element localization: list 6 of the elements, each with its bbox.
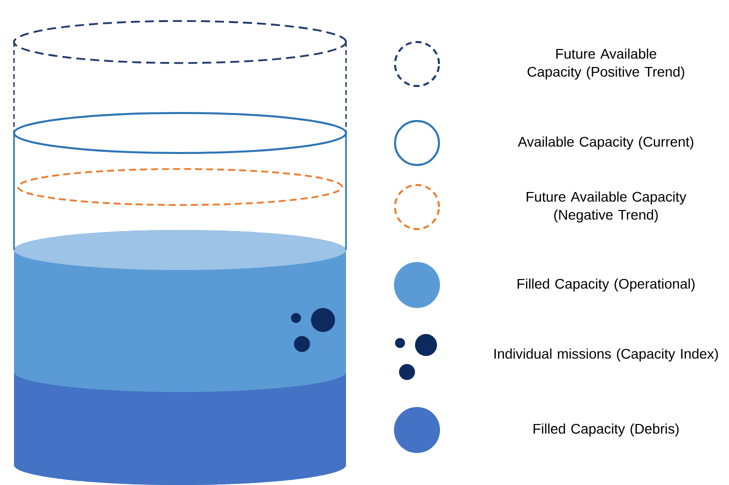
legend-text: Available Capacity (Current) <box>518 136 694 150</box>
legend-text: Future Available Capacity (Negative Trend) <box>526 191 686 222</box>
legend-text: Individual missions (Capacity Index) <box>494 348 718 362</box>
legend-text: Filled Capacity (Operational) <box>518 278 695 292</box>
legend-text: Future Available Capacity (Positive Trend) <box>528 48 684 80</box>
legend-text: Filled Capacity (Debris) <box>534 423 679 436</box>
